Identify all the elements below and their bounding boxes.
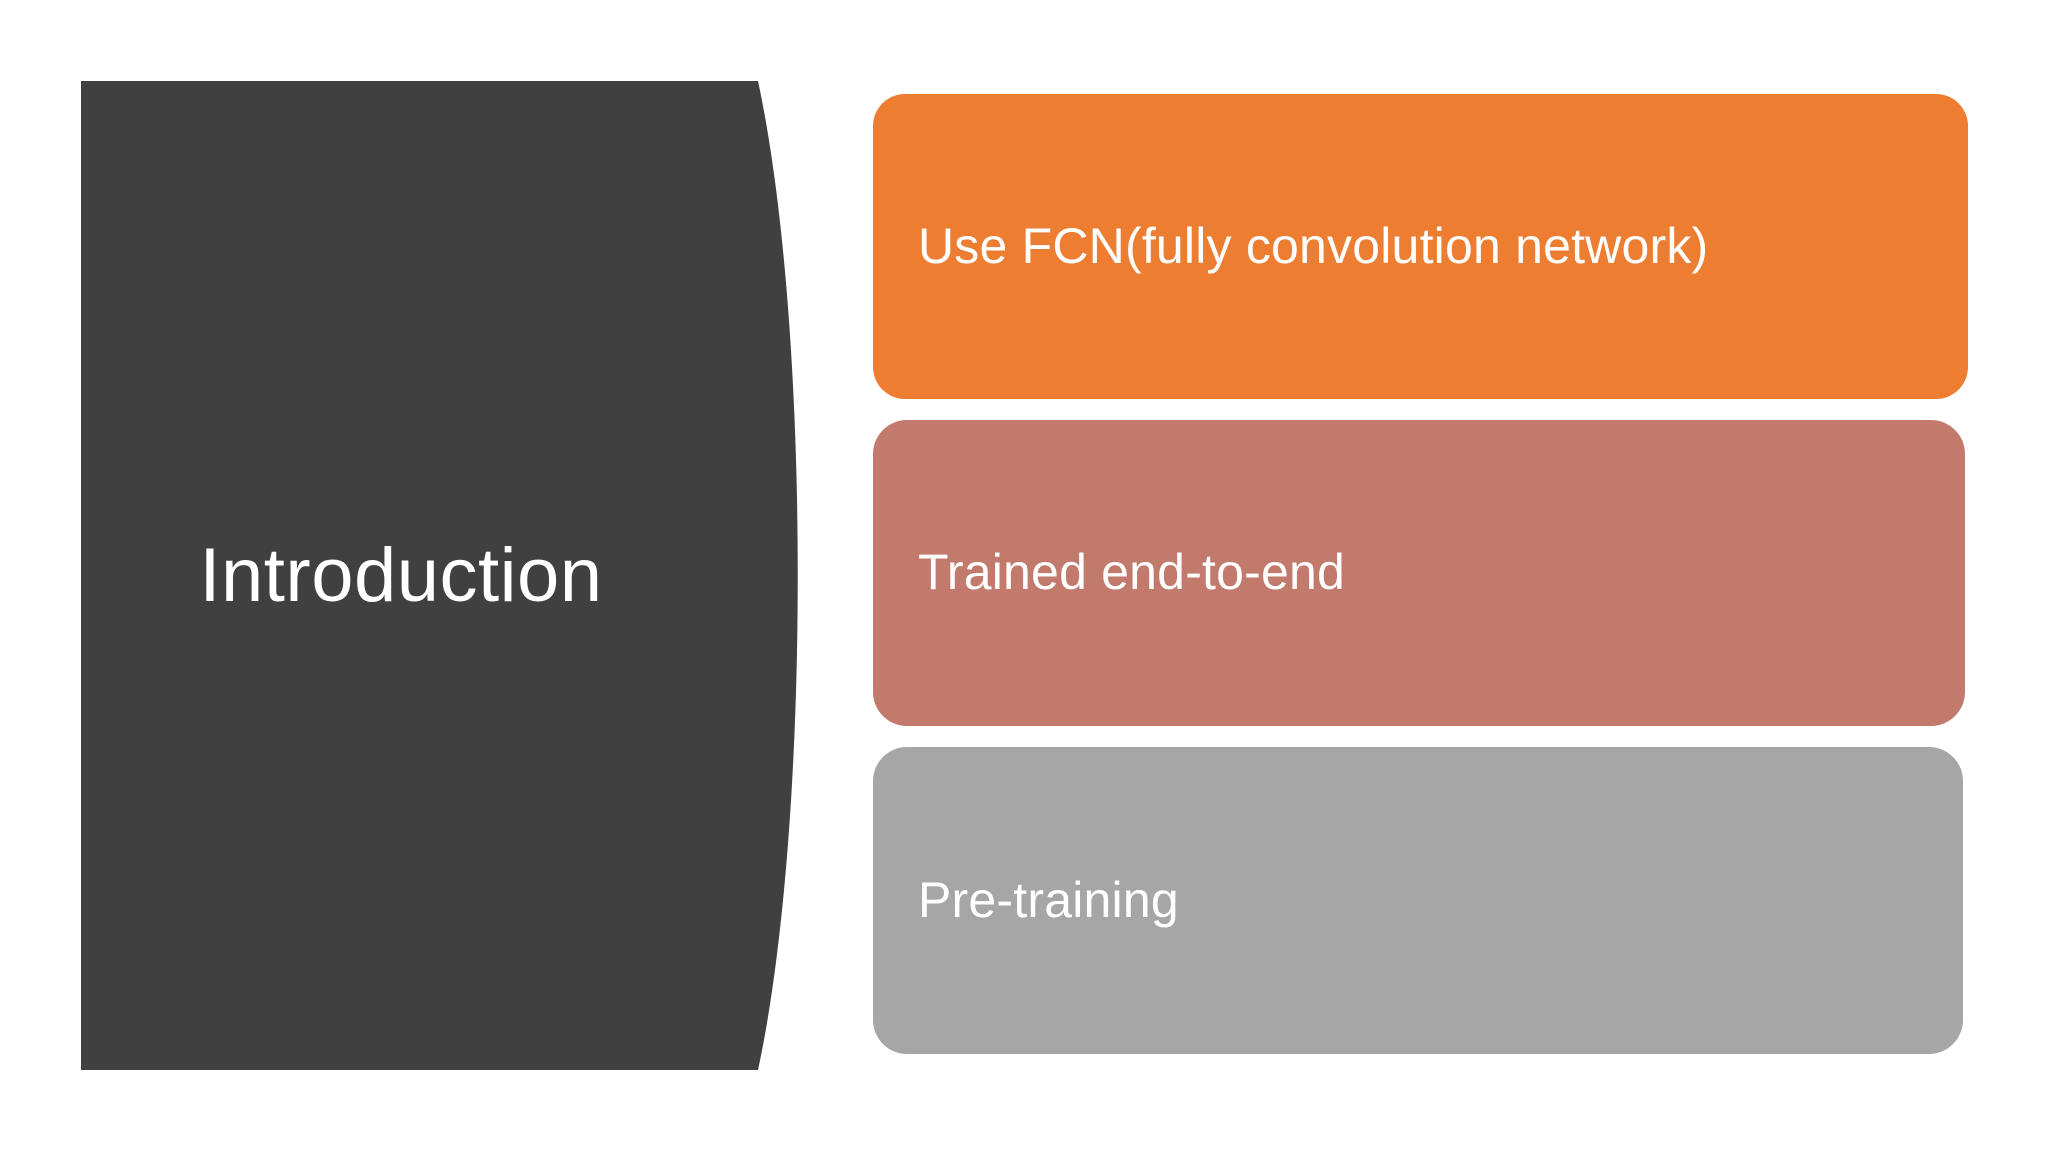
page-title: Introduction xyxy=(199,532,603,618)
info-box-pre-training[interactable]: Pre-training xyxy=(873,747,1963,1054)
title-panel: Introduction xyxy=(81,81,826,1070)
info-box-label: Pre-training xyxy=(918,871,1179,928)
info-box-use-fcn[interactable]: Use FCN(fully convolution network) xyxy=(873,94,1968,399)
info-box-label: Trained end-to-end xyxy=(918,544,1346,601)
curved-panel-shape xyxy=(81,81,798,1070)
info-box-trained-end-to-end[interactable]: Trained end-to-end xyxy=(873,420,1965,726)
info-box-label: Use FCN(fully convolution network) xyxy=(918,217,1709,274)
